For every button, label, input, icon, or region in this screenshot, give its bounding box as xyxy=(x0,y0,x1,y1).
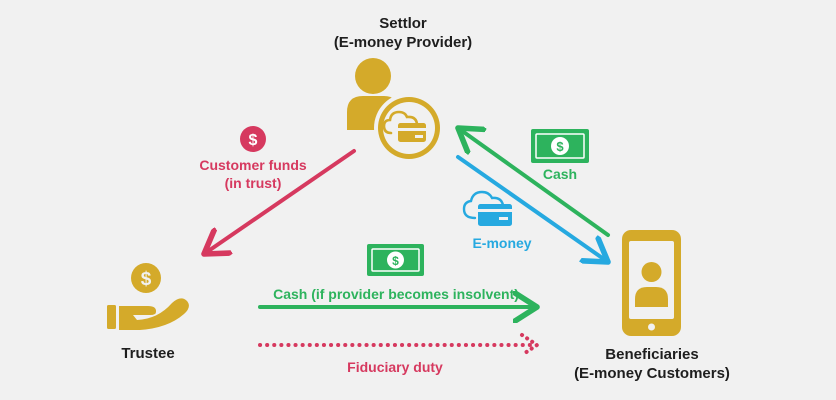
svg-text:$: $ xyxy=(249,132,258,149)
trustee-title: Trustee xyxy=(121,345,175,362)
emoney-arrow xyxy=(456,155,608,262)
beneficiaries-label: Beneficiaries (E-money Customers) xyxy=(555,345,749,383)
banknote-icon: $ xyxy=(367,244,424,276)
svg-text:$: $ xyxy=(556,139,564,154)
cloud-card-badge-icon xyxy=(374,93,444,163)
svg-text:$: $ xyxy=(141,269,152,290)
beneficiaries-title: Beneficiaries xyxy=(605,346,699,363)
fiduciary-duty-label: Fiduciary duty xyxy=(347,359,443,375)
customer-funds-arrow xyxy=(204,149,356,254)
fiduciary-arrowhead xyxy=(520,333,539,357)
svg-text:$: $ xyxy=(392,254,399,268)
emoney-label: E-money xyxy=(472,235,532,251)
cloud-card-icon xyxy=(462,190,512,226)
customer-funds-line1: Customer funds xyxy=(199,157,307,173)
cash-arrow xyxy=(458,128,610,237)
settlor-subtitle: (E-money Provider) xyxy=(333,34,473,51)
dollar-circle-icon: $ xyxy=(240,126,266,152)
beneficiaries-subtitle: (E-money Customers) xyxy=(574,365,730,382)
settlor-title: Settlor xyxy=(379,15,427,32)
phone-person-icon xyxy=(622,230,681,336)
cash-label: Cash xyxy=(542,166,578,182)
banknote-icon: $ xyxy=(531,129,589,163)
cash-insolvent-label: Cash (if provider becomes insolvent) xyxy=(273,286,519,302)
customer-funds-line2: (in trust) xyxy=(224,175,282,191)
settlor-label: Settlor (E-money Provider) xyxy=(308,14,498,52)
trustee-label: Trustee xyxy=(100,344,196,363)
customer-funds-label: Customer funds (in trust) xyxy=(180,156,326,192)
trustee-hand-icon: $ xyxy=(107,263,189,330)
